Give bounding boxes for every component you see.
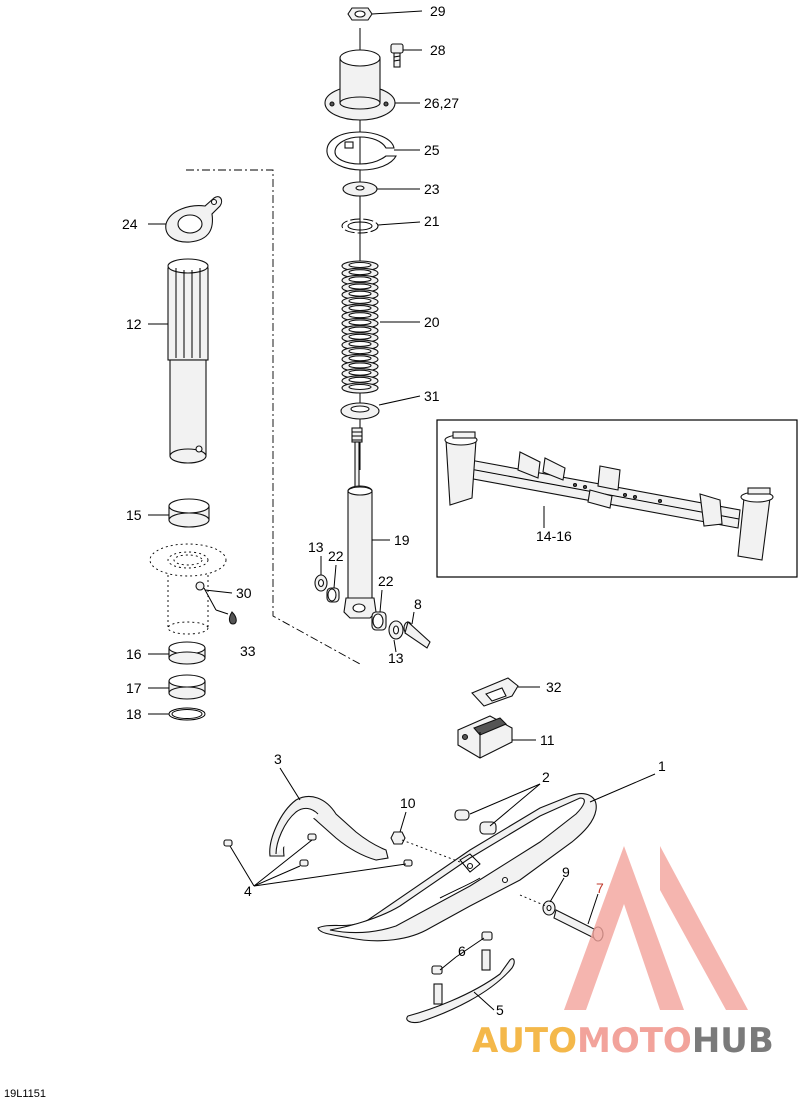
callout-22-right: 22	[378, 573, 394, 589]
clip-part-21	[341, 218, 379, 234]
spring-coil-inner	[348, 283, 372, 290]
spring-coil-inner	[348, 348, 372, 355]
shock-assembly	[314, 7, 431, 649]
circlip-part-18	[168, 707, 206, 721]
spring-coil-inner	[348, 326, 372, 333]
callout-6: 6	[458, 943, 466, 959]
callout-1: 1	[658, 758, 666, 774]
screw-part-4	[223, 833, 413, 867]
bushing-part-17	[168, 674, 206, 700]
callout-8: 8	[414, 596, 422, 612]
bushing-part-15	[168, 498, 210, 528]
spring-coil-inner	[348, 355, 372, 362]
callout-21: 21	[424, 213, 440, 229]
callout-23: 23	[424, 181, 440, 197]
callout-16: 16	[126, 646, 142, 662]
callout-11: 11	[540, 732, 555, 748]
callout-20: 20	[424, 314, 440, 330]
spring-coil-inner	[348, 312, 372, 319]
callout-13-left: 13	[308, 539, 324, 555]
spring-coil-inner	[348, 276, 372, 283]
top-mount-part-26-27	[324, 49, 396, 121]
spring-coil-inner	[348, 290, 372, 297]
callout-3: 3	[274, 751, 282, 767]
spring-part-20	[341, 260, 379, 394]
watermark-text: AUTOMOTOHUB	[472, 1021, 774, 1061]
callout-25: 25	[424, 142, 440, 158]
washer-part-9	[542, 900, 556, 916]
callout-9: 9	[562, 864, 570, 880]
retaining-ring-part-25	[326, 131, 397, 171]
callout-32: 32	[546, 679, 562, 695]
pad-part-32	[471, 677, 519, 707]
spring-coil-inner	[348, 369, 372, 376]
washer-part-23	[342, 181, 378, 197]
spindle-assembly	[149, 169, 361, 721]
callout-13-right: 13	[388, 650, 404, 666]
bushing-part-2	[454, 809, 497, 835]
phantom-outline	[186, 169, 361, 665]
bushing-part-13-right	[388, 620, 404, 640]
spring-coil-inner	[348, 333, 372, 340]
callout-14-16: 14-16	[536, 528, 572, 544]
bushing-part-22-right	[371, 611, 387, 631]
callout-28: 28	[430, 42, 446, 58]
callout-19: 19	[394, 532, 410, 548]
callout-4: 4	[244, 883, 252, 899]
ski-assembly	[223, 677, 604, 1024]
callout-10: 10	[400, 795, 416, 811]
spring-coil-inner	[348, 319, 372, 326]
spring-seat-part-31	[340, 402, 380, 420]
nut-part-6	[431, 931, 493, 975]
callout-30: 30	[236, 585, 252, 601]
bolt-part-8	[403, 620, 431, 649]
lock-plate-part-24	[165, 196, 223, 243]
callout-15: 15	[126, 507, 142, 523]
bushing-part-22-left	[326, 587, 340, 603]
ski-part-1	[317, 793, 597, 942]
spring-coil-inner	[348, 305, 372, 312]
spring-coil-inner	[348, 340, 372, 347]
spring-coil-inner	[348, 297, 372, 304]
callout-29: 29	[430, 3, 446, 19]
callout-33: 33	[240, 643, 256, 659]
watermark-logo	[564, 846, 748, 1010]
spring-coil-inner	[348, 376, 372, 383]
nut-part-10	[390, 831, 461, 863]
callout-26-27: 26,27	[424, 95, 459, 111]
spring-coil-inner	[348, 383, 372, 391]
callout-7: 7	[596, 880, 604, 896]
bolt-part-7	[519, 894, 604, 942]
callout-12: 12	[126, 316, 142, 332]
grease-part-33	[228, 611, 237, 625]
bushing-part-16	[168, 641, 206, 665]
bushing-part-13-left	[314, 574, 328, 592]
callout-labels: 29 28 26,27 25 23 21 20 31 19 24 12 15 3…	[122, 3, 666, 1018]
screw-part-28	[390, 43, 404, 68]
callout-5: 5	[496, 1002, 504, 1018]
callout-24: 24	[122, 216, 138, 232]
callout-2: 2	[542, 769, 550, 785]
drawing-code: 19L1151	[4, 1088, 46, 1100]
leader-lines	[148, 10, 656, 1011]
spring-coil-inner	[348, 362, 372, 369]
runner-part-5	[406, 949, 515, 1024]
callout-22-left: 22	[328, 548, 344, 564]
callout-18: 18	[126, 706, 142, 722]
callout-17: 17	[126, 680, 142, 696]
damper-part-11	[457, 715, 513, 759]
shock-absorber-part-19	[343, 427, 377, 619]
handle-part-3	[269, 796, 389, 861]
grease-fitting-part-30	[195, 581, 229, 615]
spring-coil-inner	[348, 269, 372, 276]
housing-phantom	[149, 543, 227, 635]
spring-coil-inner	[348, 261, 372, 269]
inset-crossbar-box	[436, 419, 798, 578]
spindle-part-12	[167, 258, 209, 464]
callout-31: 31	[424, 388, 440, 404]
nut-part-29	[347, 7, 373, 21]
